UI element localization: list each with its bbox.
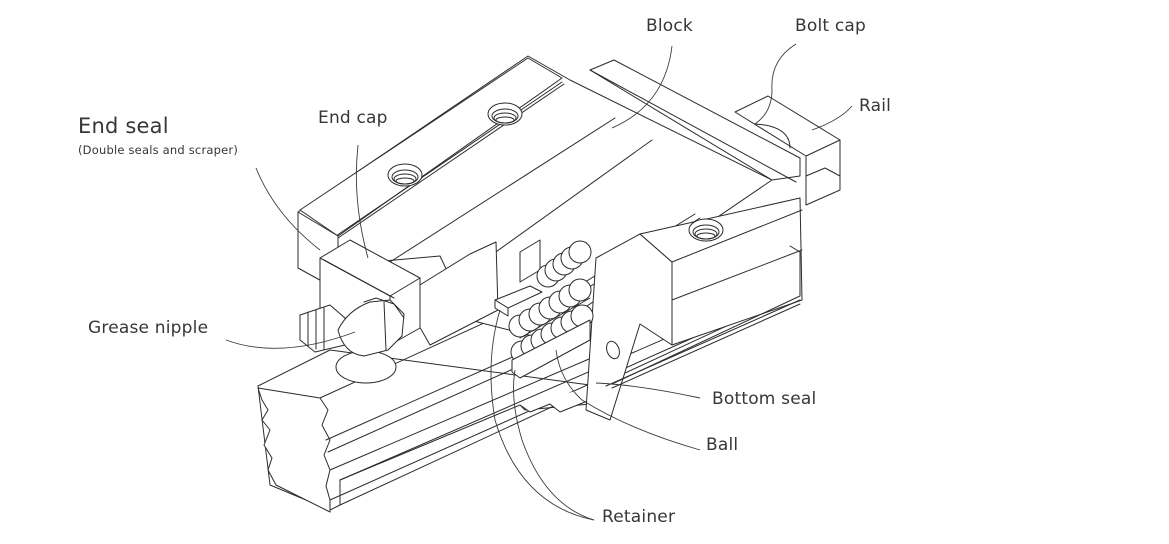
label-end-seal: End seal [78,114,169,138]
ball-row-upper [536,240,592,288]
label-bottom-seal: Bottom seal [712,389,817,409]
label-end-cap: End cap [318,108,388,128]
label-block: Block [646,16,693,36]
leader-retainer-2 [513,369,595,521]
grease-nipple-shape [299,297,405,384]
mounting-hole [387,163,423,187]
label-bolt-cap: Bolt cap [795,16,867,36]
label-ball: Ball [706,435,739,455]
bolt-cap-shape [754,123,791,149]
ball-rows [494,239,594,379]
leader-retainer-1 [490,309,595,521]
label-rail: Rail [859,96,892,116]
mounting-hole [688,218,724,242]
leader-rail [811,105,853,131]
mounting-hole [487,102,523,126]
label-grease-nipple: Grease nipple [88,318,209,338]
leader-block [611,45,673,129]
leader-grease-nipple [225,331,356,349]
leader-bottom-seal [595,382,701,399]
label-end-seal-note: (Double seals and scraper) [78,143,239,157]
block-shape [297,55,803,421]
leader-bolt-cap [754,43,797,125]
ball-row-middle [508,278,592,338]
leader-end-cap [355,144,369,259]
label-retainer: Retainer [602,507,676,527]
leader-ball [555,349,701,451]
leader-lines [225,43,853,521]
leader-end-seal [255,167,321,251]
